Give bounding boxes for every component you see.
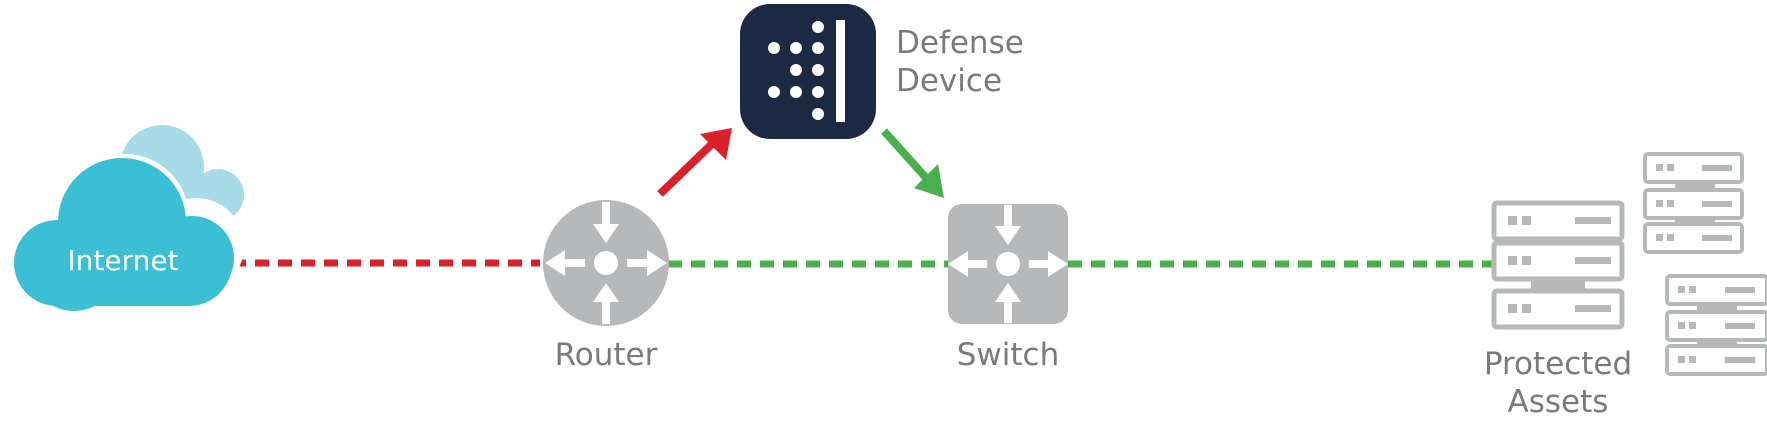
switch-icon: [948, 204, 1068, 324]
defense-device-label: Defense Device: [896, 24, 1024, 100]
defense-device-label-line2: Device: [896, 63, 1003, 99]
internet-cloud-icon: [14, 125, 244, 311]
server-stack-small-icon: [1665, 274, 1767, 376]
return-arrow: [881, 128, 944, 198]
defense-device-label-line1: Defense: [896, 25, 1024, 61]
redirect-arrow: [657, 128, 732, 197]
internet-label: Internet: [67, 244, 179, 277]
switch-label: Switch: [956, 337, 1060, 373]
router-icon: [543, 200, 669, 326]
protected-assets-label-line1: Protected: [1483, 346, 1633, 382]
server-stack-icon: [1491, 200, 1625, 330]
protected-assets-label: Protected Assets: [1468, 345, 1648, 421]
defense-device-icon: [740, 4, 876, 139]
router-label: Router: [554, 337, 658, 373]
protected-assets-label-line2: Assets: [1507, 384, 1609, 420]
server-stack-small-icon: [1643, 152, 1744, 254]
